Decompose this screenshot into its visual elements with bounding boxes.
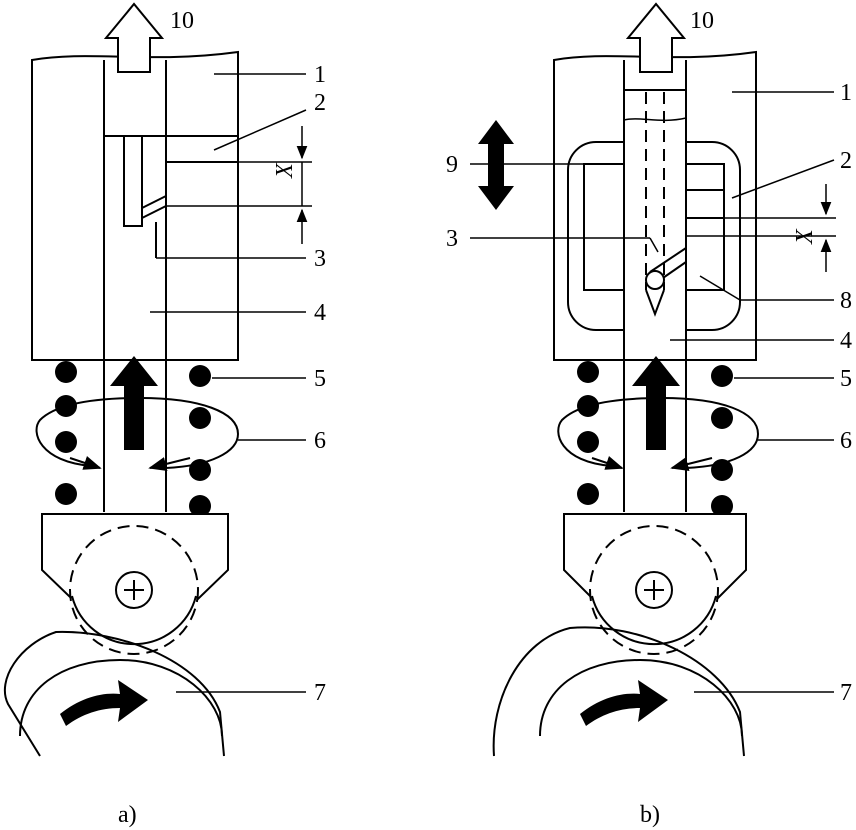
spring-coils [55, 361, 211, 517]
caption-a: a) [118, 802, 137, 828]
label-cam-a: 7 [314, 680, 326, 706]
rotation-arrow [60, 680, 148, 726]
label-motion-b: 9 [446, 152, 458, 178]
press-ring-b [557, 396, 760, 469]
panel-a-labels: 10 1 2 X 3 4 5 6 7 a) [118, 8, 326, 828]
label-press-a: 6 [314, 428, 326, 454]
caption-b: b) [640, 802, 660, 828]
cam-outline [3, 630, 225, 757]
outflow-arrow-b [625, 2, 687, 73]
label-cavity-a: 2 [314, 90, 326, 116]
cam-inner [19, 658, 223, 737]
label-cam-b: 7 [840, 680, 852, 706]
cam-outline-b [492, 626, 745, 757]
outflow-arrow [103, 2, 165, 73]
label-travel-b: X [792, 228, 818, 245]
panel-a [3, 2, 312, 757]
label-travel-a: X [272, 162, 298, 179]
label-plunger-a: 4 [314, 300, 326, 326]
lift-arrow-b [632, 356, 680, 450]
cam-inner-b [539, 658, 743, 737]
spill-port [645, 270, 665, 290]
panel-b [470, 2, 836, 757]
label-body-b: 1 [840, 80, 852, 106]
plunger-slot [123, 135, 143, 227]
label-flow-a: 10 [170, 8, 194, 34]
lift-arrow [110, 356, 158, 450]
label-sleeve-b: 8 [840, 288, 852, 314]
rotation-arrow-b [580, 680, 668, 726]
label-spring-a: 5 [314, 366, 326, 392]
panel-b-labels: 10 1 2 9 3 X 8 4 5 6 7 b) [446, 8, 852, 828]
press-ring [35, 396, 240, 469]
label-plunger-b: 4 [840, 328, 852, 354]
label-flow-b: 10 [690, 8, 714, 34]
label-cavity-b: 2 [840, 148, 852, 174]
label-drain-a: 3 [314, 246, 326, 272]
label-press-b: 6 [840, 428, 852, 454]
label-body-a: 1 [314, 62, 326, 88]
label-drain-b: 3 [446, 226, 458, 252]
motion-arrow [478, 120, 514, 210]
label-spring-b: 5 [840, 366, 852, 392]
